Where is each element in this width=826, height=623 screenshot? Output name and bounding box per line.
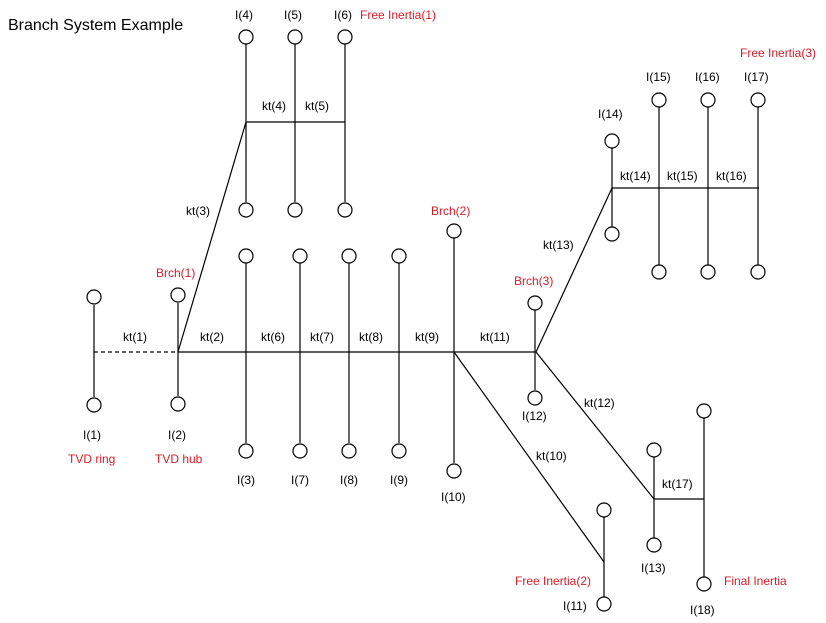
label-kt10: kt(10): [536, 449, 567, 463]
node-i16-bottom: [700, 264, 716, 280]
inertia-nodes: [86, 29, 766, 612]
label-i10: I(10): [441, 490, 466, 504]
label-i14: I(14): [598, 107, 623, 121]
label-kt1: kt(1): [123, 330, 147, 344]
node-i16-top: [700, 92, 716, 108]
node-i2-top: [170, 287, 186, 303]
label-i4: I(4): [235, 8, 253, 22]
label-kt6: kt(6): [261, 330, 285, 344]
label-kt4: kt(4): [262, 99, 286, 113]
node-i8-bottom: [341, 443, 357, 459]
shaft-kt10: [453, 351, 605, 563]
node-i6-top: [337, 29, 353, 45]
shaft-kt12: [535, 351, 655, 500]
label-i17: I(17): [744, 70, 769, 84]
shaft-kt13: [535, 187, 613, 353]
label-brch1: Brch(1): [156, 266, 195, 280]
inertia-labels: I(1) I(2) I(3) I(4) I(5) I(6) I(7) I(8) …: [83, 8, 769, 617]
label-brch2: Brch(2): [431, 204, 470, 218]
special-labels: Free Inertia(1) Free Inertia(2) Free Ine…: [68, 8, 816, 588]
label-kt14: kt(14): [620, 169, 651, 183]
label-i15: I(15): [646, 70, 671, 84]
label-kt13: kt(13): [543, 238, 574, 252]
label-kt7: kt(7): [310, 330, 334, 344]
node-i14-top: [604, 133, 620, 149]
label-kt8: kt(8): [359, 330, 383, 344]
label-kt15: kt(15): [667, 169, 698, 183]
label-i6: I(6): [334, 8, 352, 22]
shaft-lines: [93, 44, 759, 597]
label-tvd-hub: TVD hub: [155, 452, 203, 466]
label-brch3: Brch(3): [514, 274, 553, 288]
node-i11-top: [596, 502, 612, 518]
label-i2: I(2): [168, 428, 186, 442]
label-kt17: kt(17): [662, 477, 693, 491]
label-i9: I(9): [390, 473, 408, 487]
label-i12: I(12): [522, 409, 547, 423]
node-i15-top: [651, 92, 667, 108]
node-i1-bottom: [86, 397, 102, 413]
node-i7-bottom: [292, 443, 308, 459]
label-free-inertia-3: Free Inertia(3): [740, 46, 816, 60]
node-i17-bottom: [750, 264, 766, 280]
node-i18-bottom: [696, 576, 712, 592]
label-kt16: kt(16): [716, 169, 747, 183]
node-i10-bottom: [446, 463, 462, 479]
label-free-inertia-2: Free Inertia(2): [515, 574, 591, 588]
shaft-kt3: [177, 121, 247, 353]
label-i16: I(16): [695, 70, 720, 84]
node-i2-bottom: [170, 396, 186, 412]
label-final-inertia: Final Inertia: [724, 574, 787, 588]
node-i18-top: [696, 403, 712, 419]
label-kt5: kt(5): [305, 99, 329, 113]
label-kt2: kt(2): [200, 330, 224, 344]
label-i1: I(1): [83, 428, 101, 442]
node-i13-top: [646, 442, 662, 458]
label-i8: I(8): [340, 473, 358, 487]
label-free-inertia-1: Free Inertia(1): [360, 8, 436, 22]
node-i9-top: [391, 248, 407, 264]
node-i12-top: [527, 295, 543, 311]
stiffness-labels: kt(1) kt(2) kt(3) kt(4) kt(5) kt(6) kt(7…: [123, 99, 747, 491]
label-kt3: kt(3): [186, 204, 210, 218]
node-i1-top: [86, 289, 102, 305]
label-tvd-ring: TVD ring: [68, 452, 115, 466]
label-i3: I(3): [237, 473, 255, 487]
node-i4-top: [238, 29, 254, 45]
node-i13-bottom: [646, 537, 662, 553]
node-i14-bottom: [604, 226, 620, 242]
node-i6-bottom: [337, 202, 353, 218]
node-i10-top: [446, 223, 462, 239]
diagram-title: Branch System Example: [8, 17, 183, 34]
label-kt12: kt(12): [584, 396, 615, 410]
node-i9-bottom: [391, 443, 407, 459]
node-i11-bottom: [596, 596, 612, 612]
label-kt11: kt(11): [480, 330, 510, 344]
label-i5: I(5): [284, 8, 302, 22]
node-i5-top: [287, 29, 303, 45]
label-i18: I(18): [690, 603, 715, 617]
node-i3-bottom: [238, 443, 254, 459]
node-i7-top: [292, 248, 308, 264]
label-kt9: kt(9): [415, 330, 439, 344]
node-i3-top: [238, 248, 254, 264]
label-i13: I(13): [641, 561, 666, 575]
label-i11: I(11): [563, 599, 587, 613]
node-i12-bottom: [527, 390, 543, 406]
node-i8-top: [341, 248, 357, 264]
node-i5-bottom: [287, 202, 303, 218]
node-i4-bottom: [238, 202, 254, 218]
label-i7: I(7): [291, 473, 309, 487]
node-i17-top: [750, 92, 766, 108]
node-i15-bottom: [651, 264, 667, 280]
